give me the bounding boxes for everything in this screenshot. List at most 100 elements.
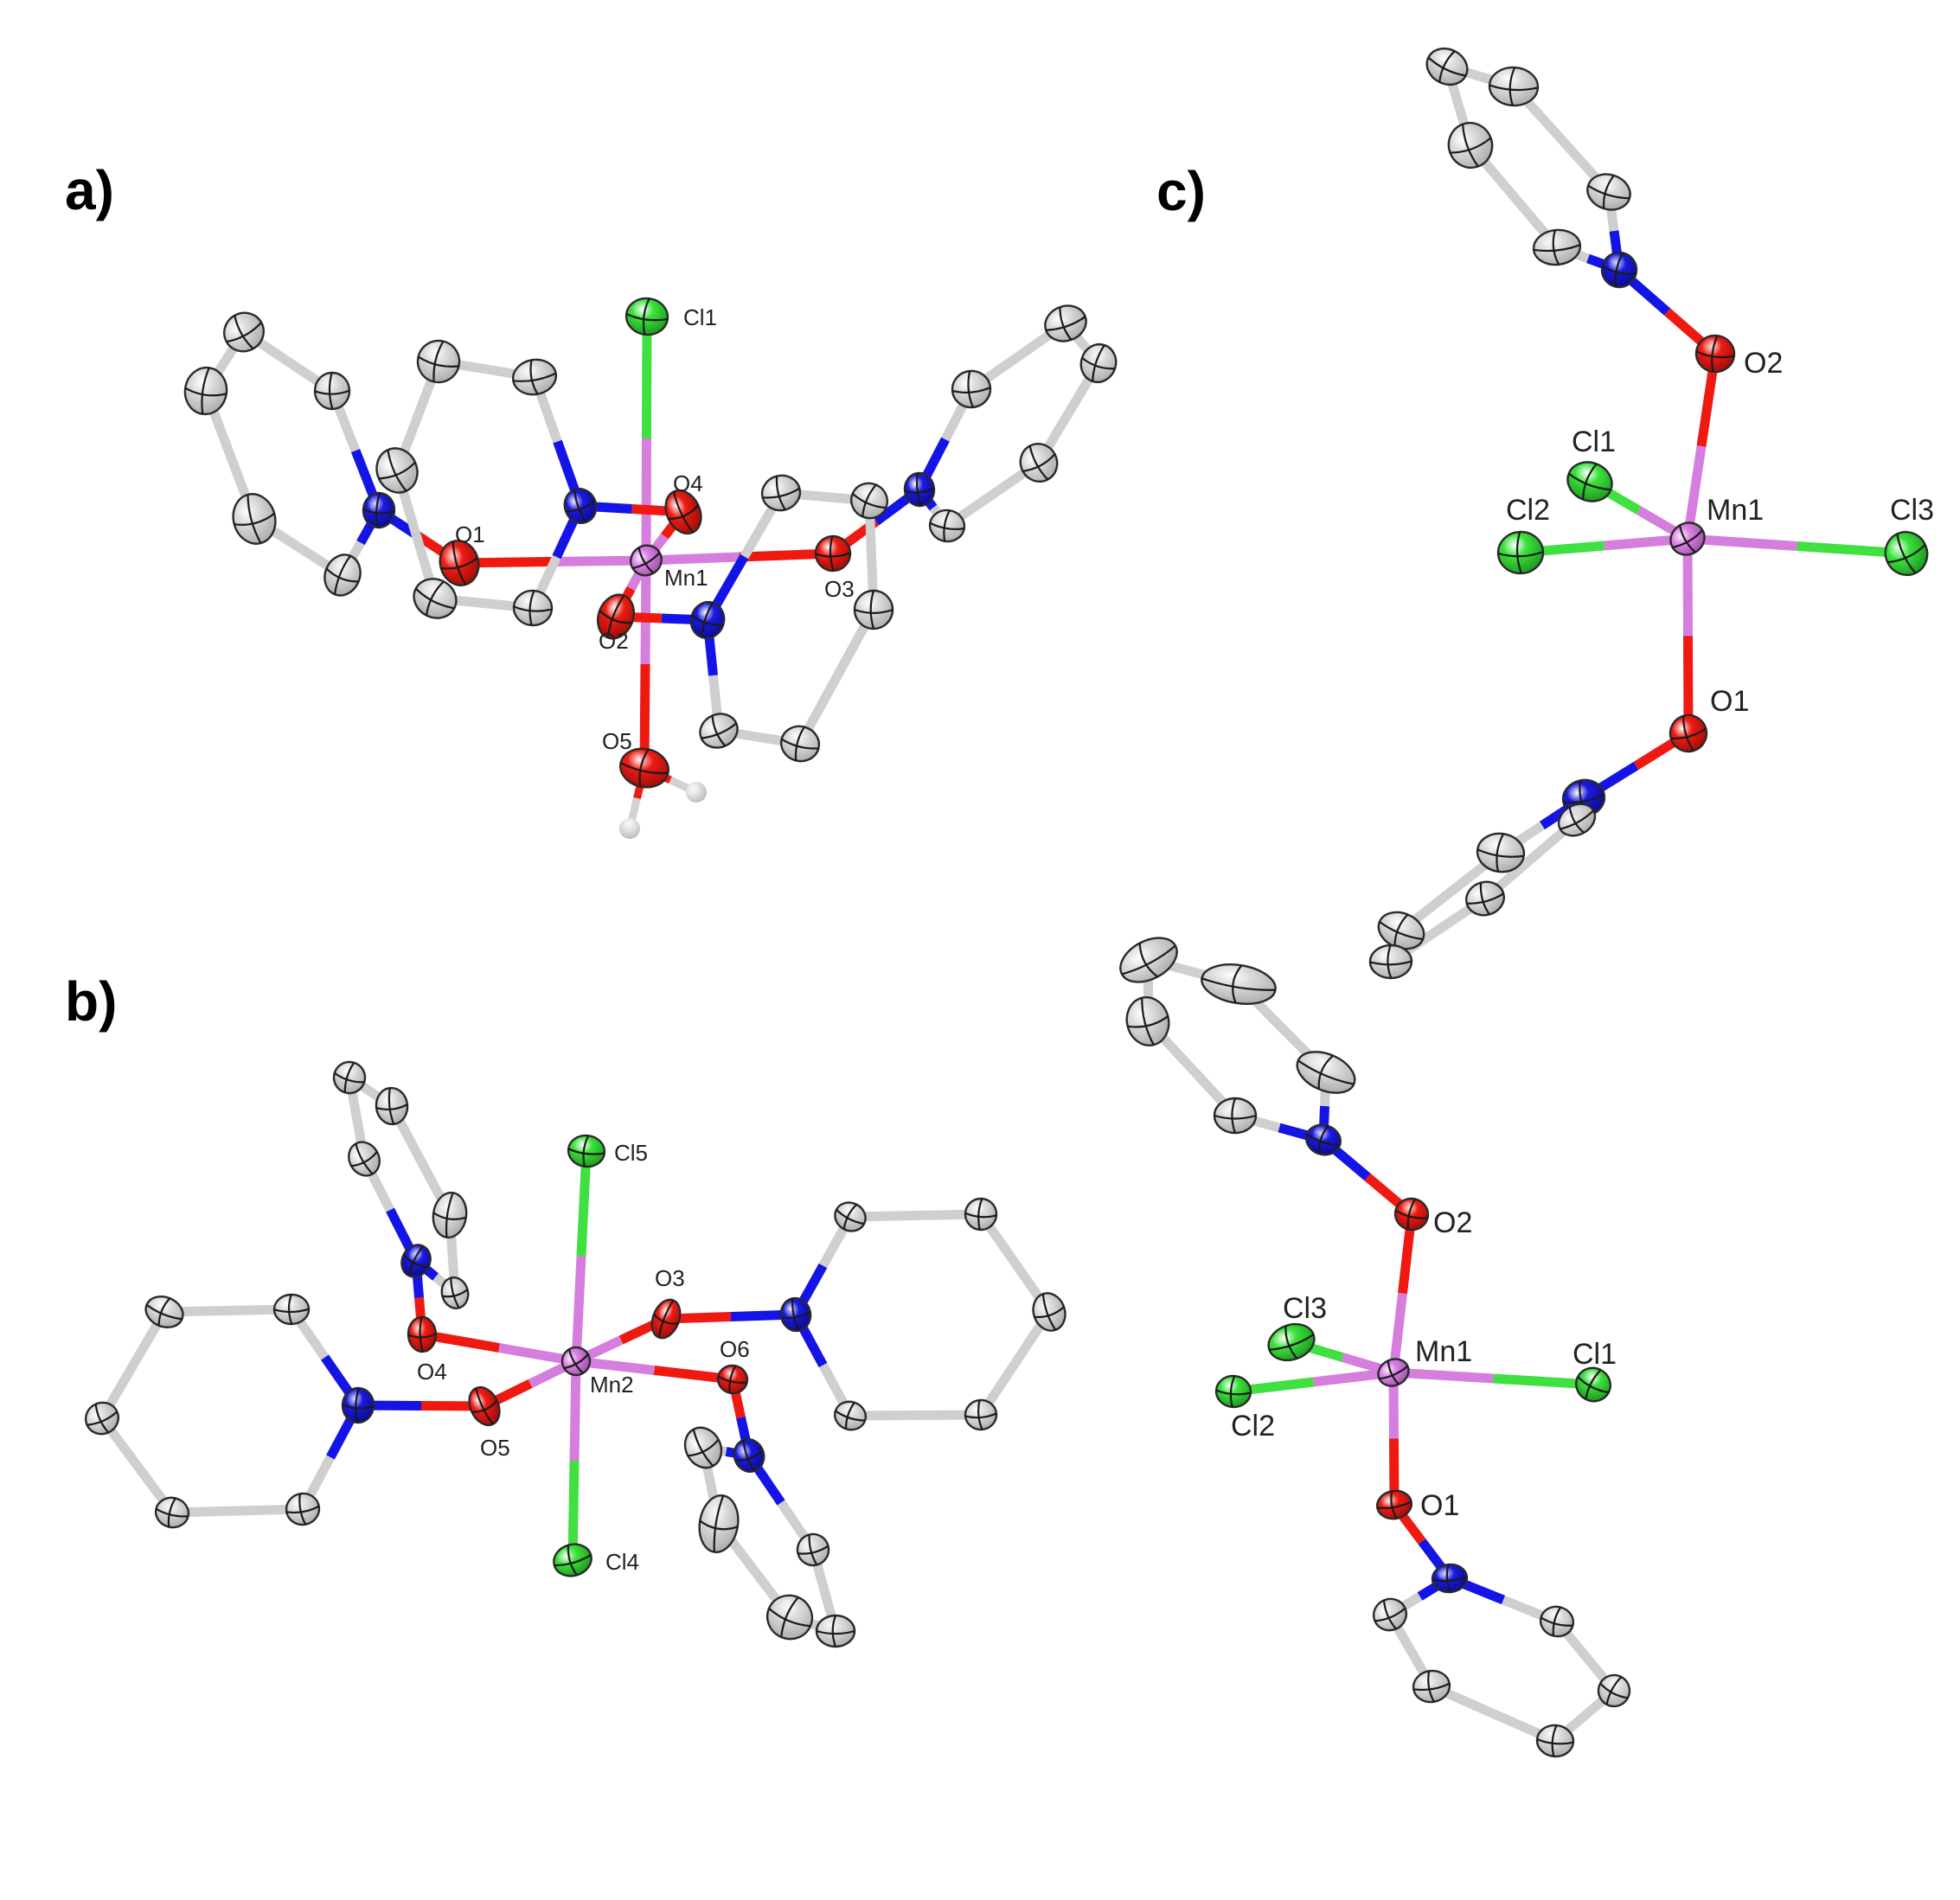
atom-n-icon <box>341 1386 375 1424</box>
atom-label: O4 <box>673 470 703 496</box>
atom-label: Cl2 <box>1231 1410 1275 1443</box>
atom-label: O1 <box>1710 685 1749 718</box>
atom-label: O3 <box>824 576 855 602</box>
atom-c-icon <box>1488 66 1540 107</box>
atom-label: O4 <box>417 1359 447 1385</box>
atom-c-icon <box>779 725 821 763</box>
atom-c-icon <box>1557 803 1597 837</box>
atom-label: O1 <box>1420 1489 1459 1522</box>
atom-o-icon <box>1393 1197 1430 1231</box>
atom-c-icon <box>833 1400 868 1431</box>
atom-label: O2 <box>1744 347 1783 380</box>
atom-n-icon <box>689 600 726 640</box>
atom-c-icon <box>1377 911 1425 950</box>
atom-c-icon <box>432 1191 468 1239</box>
atom-label: O3 <box>655 1265 685 1291</box>
atom-c-icon <box>1447 121 1494 170</box>
atom-c-icon <box>1412 1669 1451 1704</box>
atom-mn-icon <box>1669 521 1706 556</box>
atom-label: Cl3 <box>1890 494 1934 527</box>
atom-c-icon <box>1586 173 1631 211</box>
atom-c-icon <box>815 1614 856 1648</box>
atom-label: Cl5 <box>614 1140 648 1166</box>
atom-c-icon <box>1296 1051 1356 1094</box>
panel-label-b: b) <box>65 970 117 1033</box>
atom-n-icon <box>1600 251 1638 289</box>
atom-n-icon <box>1305 1123 1342 1156</box>
atom-n-icon <box>903 471 936 508</box>
bond-b_O3-b_N3 <box>665 1309 797 1324</box>
atom-label: Mn1 <box>1707 494 1764 527</box>
atom-c-icon <box>1019 443 1059 483</box>
atom-c-icon <box>512 589 554 627</box>
atom-cl-icon <box>1566 461 1613 502</box>
atom-c-icon <box>1368 944 1413 980</box>
atom-c-icon <box>440 1276 470 1310</box>
atom-c-icon <box>285 1492 321 1526</box>
atom-o-icon <box>407 1315 438 1353</box>
atom-label: O5 <box>602 728 632 754</box>
atom-o-icon <box>814 534 852 573</box>
atom-c-icon <box>1425 47 1469 86</box>
atom-o-icon <box>439 540 480 586</box>
panel-a-atoms <box>183 297 1118 839</box>
atom-c-icon <box>1201 963 1277 1005</box>
atom-c-icon <box>698 1494 740 1553</box>
atom-o-icon <box>1694 334 1736 374</box>
panel-label-a: a) <box>65 159 114 221</box>
atom-c-icon <box>313 371 351 411</box>
atom-label: Mn1 <box>664 565 708 591</box>
panel-label-c: c) <box>1156 160 1206 222</box>
atom-c-icon <box>1044 304 1087 342</box>
atom-c-icon <box>1464 880 1506 917</box>
panel-b-bonds <box>98 1073 1054 1636</box>
atom-c-icon <box>1532 228 1582 266</box>
atom-c-icon <box>84 1401 120 1436</box>
atom-c-icon <box>144 1295 184 1328</box>
atom-c-icon <box>951 369 992 409</box>
atom-c-icon <box>1213 1097 1258 1135</box>
atom-c-icon <box>683 1426 723 1469</box>
atom-c-icon <box>1597 1673 1631 1708</box>
atom-c-icon <box>765 1594 814 1641</box>
bond-b_C15-b_C14 <box>849 1410 982 1421</box>
atom-c-icon <box>375 447 419 494</box>
atom-mn-icon <box>1377 1358 1410 1387</box>
atom-h-icon <box>619 818 640 839</box>
atom-cl-icon <box>553 1543 592 1577</box>
atom-c-icon <box>760 474 802 512</box>
atom-n-icon <box>400 1244 432 1278</box>
atom-o-icon <box>619 747 669 789</box>
bond-a_Mn1-a_Cl1 <box>641 316 652 561</box>
atom-label: O1 <box>455 521 485 547</box>
atom-c-icon <box>332 1060 367 1095</box>
atom-c-icon <box>1539 1605 1575 1638</box>
bond-a_Mn1-a_O5 <box>639 560 651 769</box>
atom-label: Mn2 <box>590 1372 634 1398</box>
bond-b_Mn2-b_Cl4 <box>567 1360 581 1561</box>
atom-c-icon <box>699 713 739 749</box>
atom-label: O2 <box>599 628 629 654</box>
atom-c-icon <box>232 493 277 545</box>
atom-label: Cl1 <box>1572 425 1616 458</box>
atom-c-icon <box>849 482 889 520</box>
atom-c-icon <box>375 1086 409 1126</box>
atom-c-icon <box>834 1201 867 1232</box>
atom-cl-icon <box>1884 530 1929 577</box>
atom-cl-icon <box>567 1134 606 1168</box>
atom-label: Cl2 <box>1506 494 1550 527</box>
atom-label: Cl1 <box>1572 1338 1617 1371</box>
atom-c-icon <box>323 553 362 597</box>
atom-c-icon <box>183 366 228 416</box>
atom-o-icon <box>716 1364 749 1395</box>
atom-c-icon <box>796 1532 830 1567</box>
atom-label: Cl4 <box>605 1549 639 1575</box>
